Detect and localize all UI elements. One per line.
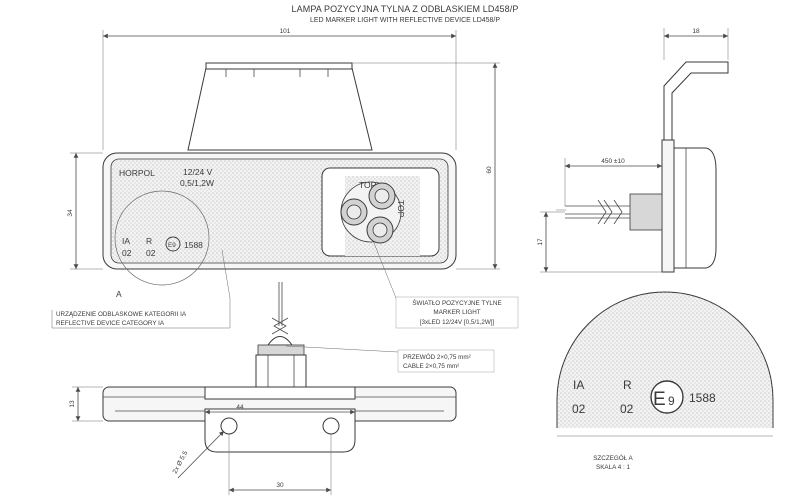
side-base <box>661 139 675 273</box>
detail-e: E <box>653 389 666 410</box>
title-main: LAMPA POZYCYJNA TYLNA Z ODBLASKIEM LD458… <box>292 4 519 14</box>
e9-marking: E9 <box>168 242 176 249</box>
detail-e-mark <box>650 380 684 414</box>
dim-cable-length: 450 ±10 <box>601 158 625 165</box>
dim-101: 101 <box>280 28 291 35</box>
dim-30: 30 <box>276 482 284 489</box>
title-block: LAMPA POZYCYJNA TYLNA Z ODBLASKIEM LD458… <box>292 4 519 24</box>
bottom-view <box>102 282 457 453</box>
bottom-bracket-plate <box>204 408 356 453</box>
power-marking: 0,5/1,2W <box>180 178 214 188</box>
callout-reflector-pl: URZĄDZENIE ODBLASKOWE KATEGORII IA <box>56 311 187 318</box>
cable-gland <box>255 354 307 388</box>
dim-60: 60 <box>486 166 493 174</box>
top-label-vertical: TOP <box>396 200 406 218</box>
brand-marking: HORPOL <box>119 168 155 178</box>
detail-a-outline <box>556 291 774 436</box>
detail-a-circle <box>114 190 210 286</box>
side-cable-gland <box>629 193 663 231</box>
code-02-marking: 02 <box>146 248 156 258</box>
callout-light-spec: [3xLED 12/24V [0,5/1,2W]] <box>420 319 495 326</box>
dim-44: 44 <box>236 404 244 411</box>
detail-approval: 1588 <box>689 391 716 405</box>
callout-light-pl: ŚWIATŁO POZYCYJNE TYLNE <box>412 298 501 307</box>
callout-reflector-en: REFLECTIVE DEVICE CATEGORY IA <box>56 320 165 327</box>
bracket-top-flange <box>205 62 353 70</box>
callouts: URZĄDZENIE ODBLASKOWE KATEGORII IA REFLE… <box>51 242 519 373</box>
side-view <box>556 61 729 273</box>
front-view: TOP TOP HORPOL 12/24 V 0,5/1,2W IA R 02 … <box>102 62 457 299</box>
r-marking: R <box>146 236 152 246</box>
callout-light-en: MARKER LIGHT <box>433 309 480 316</box>
detail-a-view: IA R 02 02 E 9 1588 SZCZEGÓŁ A SKALA 4 :… <box>545 291 783 471</box>
voltage-marking: 12/24 V <box>183 167 213 177</box>
detail-caption-pl: SZCZEGÓŁ A <box>593 453 633 462</box>
detail-02: 02 <box>572 402 586 416</box>
dim-17: 17 <box>537 238 544 246</box>
detail-caption-en: SKALA 4 : 1 <box>596 464 630 471</box>
front-dimensions: 101 60 34 <box>67 28 500 270</box>
callout-cable-pl: PRZEWÓD 2×0,75 mm² <box>403 352 471 361</box>
side-bracket <box>663 61 729 141</box>
side-dimensions: 18 450 ±10 17 <box>537 28 729 273</box>
callout-cable-en: CABLE 2×0,75 mm² <box>403 363 459 370</box>
detail-r: R <box>623 378 632 392</box>
mounting-hole <box>322 417 340 435</box>
dim-13: 13 <box>69 400 76 408</box>
dim-18: 18 <box>692 28 700 35</box>
detail-02: 02 <box>620 402 634 416</box>
mounting-bracket <box>187 67 373 151</box>
ia-marking: IA <box>122 236 130 246</box>
dim-hole: 2x Ø 5.5 <box>172 450 190 475</box>
dim-34: 34 <box>67 209 74 217</box>
detail-9: 9 <box>668 394 675 408</box>
title-sub: LED MARKER LIGHT WITH REFLECTIVE DEVICE … <box>310 17 500 24</box>
detail-a-marker: A <box>116 289 122 299</box>
e-mark-circle <box>165 236 181 252</box>
side-lens <box>673 147 717 269</box>
detail-ia: IA <box>573 378 584 392</box>
approval-marking: 1588 <box>184 240 203 250</box>
bottom-bracket-strip <box>204 386 356 400</box>
code-02-marking: 02 <box>122 248 132 258</box>
top-label: TOP <box>359 180 377 190</box>
